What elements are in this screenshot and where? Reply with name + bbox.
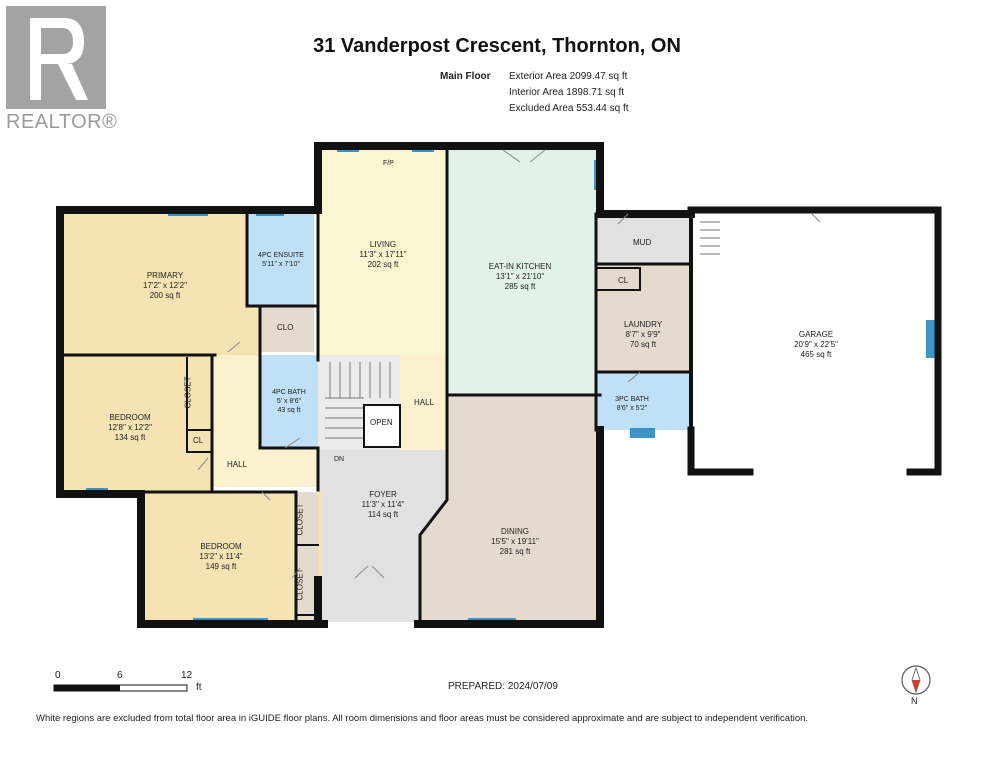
dining-name: DINING (501, 527, 529, 536)
laundry-label: LAUNDRY 8'7" x 9'9" 70 sq ft (608, 320, 678, 350)
living-name: LIVING (369, 240, 397, 249)
dining-dims: 15'5" x 19'11" (491, 537, 539, 546)
prepared-date: PREPARED: 2024/07/09 (448, 681, 558, 692)
ensuite-dims: 5'11" x 7'10" (262, 261, 300, 268)
kitchen-dims: 13'1" x 21'10" (495, 272, 545, 281)
bedroom1-dims: 12'8" x 12'2" (108, 423, 152, 432)
page-title: 31 Vanderpost Crescent, Thornton, ON (313, 35, 681, 57)
dining-label: DINING 15'5" x 19'11" 281 sq ft (480, 527, 550, 557)
interior-area: Interior Area 1898.71 sq ft (509, 87, 625, 98)
fp-label: F/P (383, 160, 394, 167)
dn-label: DN (334, 456, 345, 463)
dining-fill (420, 395, 600, 622)
bedroom2-dims: 13'2" x 11'4" (199, 552, 243, 561)
foyer-label: FOYER 11'3" x 11'4" 114 sq ft (346, 490, 420, 520)
hall-right-label: HALL (414, 398, 435, 407)
bedroom2-label: BEDROOM 13'2" x 11'4" 149 sq ft (186, 542, 256, 572)
living-fill (318, 150, 447, 355)
stairs (325, 221, 720, 439)
bath4-dims: 5' x 8'6" (276, 398, 302, 405)
kitchen-name: EAT-IN KITCHEN (488, 262, 552, 271)
kitchen-area: 285 sq ft (504, 282, 536, 291)
dining-area: 281 sq ft (499, 547, 531, 556)
closet-strip-fill (296, 492, 318, 622)
garage-dims: 20'9" x 22'5" (794, 340, 838, 349)
scale-unit: ft (196, 682, 202, 693)
bath4-label: 4PC BATH 5' x 8'6" 43 sq ft (263, 388, 315, 415)
bedroom1-label: BEDROOM 12'8" x 12'2" 134 sq ft (95, 413, 165, 443)
foyer-dims: 11'3" x 11'4" (361, 500, 405, 509)
exterior-area: Exterior Area 2099.47 sq ft (509, 71, 628, 82)
clo-fill (260, 306, 314, 352)
scale-tick-0: 0 (55, 670, 61, 681)
ensuite-fill (247, 214, 314, 306)
foyer-name: FOYER (369, 490, 397, 499)
scale-tick-6: 6 (117, 670, 123, 681)
bath3-name: 3PC BATH (615, 396, 649, 403)
clo-label: CLO (277, 323, 294, 332)
primary-fill (63, 214, 260, 355)
compass-icon (901, 665, 931, 695)
bedroom1-area: 134 sq ft (114, 433, 146, 442)
garage-area: 465 sq ft (800, 350, 832, 359)
cl-laundry-label: CL (618, 276, 629, 285)
walls (56, 142, 942, 628)
laundry-fill (596, 264, 691, 372)
primary-label: PRIMARY 17'2" x 12'2" 200 sq ft (120, 271, 210, 301)
hall-left-label: HALL (227, 460, 248, 469)
closet-label-1: CLOSET (183, 376, 193, 409)
laundry-area: 70 sq ft (629, 340, 657, 349)
scale-tick-12: 12 (181, 670, 193, 681)
bedroom2-area: 149 sq ft (205, 562, 237, 571)
cl-label: CL (193, 436, 204, 445)
floor-name: Main Floor (440, 71, 491, 82)
garage-label: GARAGE 20'9" x 22'5" 465 sq ft (776, 330, 856, 360)
bath4-fill (260, 355, 318, 448)
bath3-fill (596, 372, 691, 430)
living-area: 202 sq ft (367, 260, 399, 269)
primary-dims: 17'2" x 12'2" (143, 281, 187, 290)
bedroom2-fill (145, 492, 322, 622)
kitchen-label: EAT-IN KITCHEN 13'1" x 21'10" 285 sq ft (470, 262, 570, 292)
hall-right-fill (400, 355, 447, 450)
garage-name: GARAGE (798, 330, 834, 339)
realtor-logo-text: REALTOR® (6, 111, 118, 133)
bath4-name: 4PC BATH (272, 389, 306, 396)
living-label: LIVING 11'3" x 17'11" 202 sq ft (340, 240, 426, 270)
room-fills (63, 150, 936, 622)
door-swings (197, 149, 821, 579)
living-dims: 11'3" x 17'11" (359, 250, 407, 259)
laundry-name: LAUNDRY (623, 320, 663, 329)
primary-area: 200 sq ft (149, 291, 181, 300)
kitchen-fill (447, 150, 600, 395)
bath3-dims: 8'6" x 5'2" (616, 405, 648, 412)
excluded-area: Excluded Area 553.44 sq ft (509, 103, 629, 114)
foyer-area: 114 sq ft (367, 510, 399, 519)
bedroom1-name: BEDROOM (109, 413, 151, 422)
scale-bar (53, 684, 188, 692)
bedroom2-name: BEDROOM (200, 542, 242, 551)
primary-name: PRIMARY (146, 271, 184, 280)
bath4-area: 43 sq ft (277, 407, 301, 414)
mud-fill (596, 214, 691, 264)
disclaimer: White regions are excluded from total fl… (36, 713, 809, 724)
garage-fill (691, 214, 936, 472)
realtor-logo-icon (6, 6, 106, 109)
ensuite-label: 4PC ENSUITE 5'11" x 7'10" (250, 251, 312, 269)
mud-label: MUD (633, 238, 652, 247)
bath3-label: 3PC BATH 8'6" x 5'2" (604, 395, 660, 413)
compass-north-label: N (911, 696, 918, 706)
open-fill (364, 405, 400, 447)
ensuite-name: 4PC ENSUITE (258, 252, 304, 259)
open-label: OPEN (370, 418, 393, 427)
closet-label-3: CLOSET (295, 568, 305, 601)
laundry-dims: 8'7" x 9'9" (625, 330, 661, 339)
closet-label-2: CLOSET (295, 503, 305, 536)
